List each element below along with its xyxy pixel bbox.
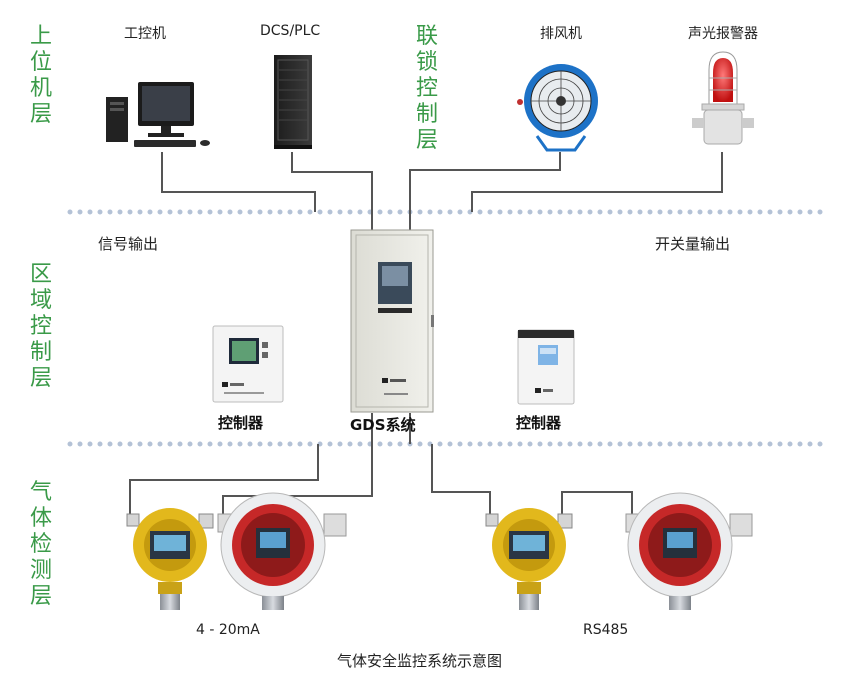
label-right-controller: 控制器 — [516, 414, 562, 432]
label-analog-signal: 4 - 20mA — [196, 622, 260, 638]
red-gas-detector-left-icon — [217, 492, 347, 610]
label-switch-output: 开关量输出 — [655, 235, 731, 253]
label-ipc: 工控机 — [124, 26, 166, 42]
industrial-pc-icon — [106, 82, 210, 147]
label-rs485: RS485 — [583, 622, 629, 638]
label-dcs-plc: DCS/PLC — [260, 23, 321, 39]
layer-label-detect: 气体检测层 — [29, 480, 52, 609]
label-signal-output: 信号输出 — [98, 235, 159, 253]
sound-light-alarm-icon — [692, 51, 754, 145]
right-controller-icon — [517, 329, 575, 405]
layer-label-region: 区域控制层 — [29, 262, 52, 391]
yellow-gas-detector-left-icon — [126, 508, 214, 610]
layer-label-top: 上位机层 — [29, 24, 52, 127]
exhaust-fan-icon — [517, 64, 598, 152]
connector-lines — [129, 152, 723, 522]
gds-cabinet-icon — [350, 229, 434, 413]
layer-label-interlock: 联锁控制层 — [415, 24, 438, 153]
label-gds-system: GDS系统 — [350, 416, 416, 434]
diagram-caption: 气体安全监控系统示意图 — [337, 652, 503, 670]
label-fan: 排风机 — [540, 26, 582, 42]
red-gas-detector-right-icon — [625, 492, 753, 610]
yellow-gas-detector-right-icon — [485, 508, 573, 610]
label-left-controller: 控制器 — [218, 414, 264, 432]
label-alarm: 声光报警器 — [688, 26, 758, 42]
left-controller-icon — [212, 325, 284, 403]
dcs-plc-cabinet-icon — [274, 55, 312, 149]
